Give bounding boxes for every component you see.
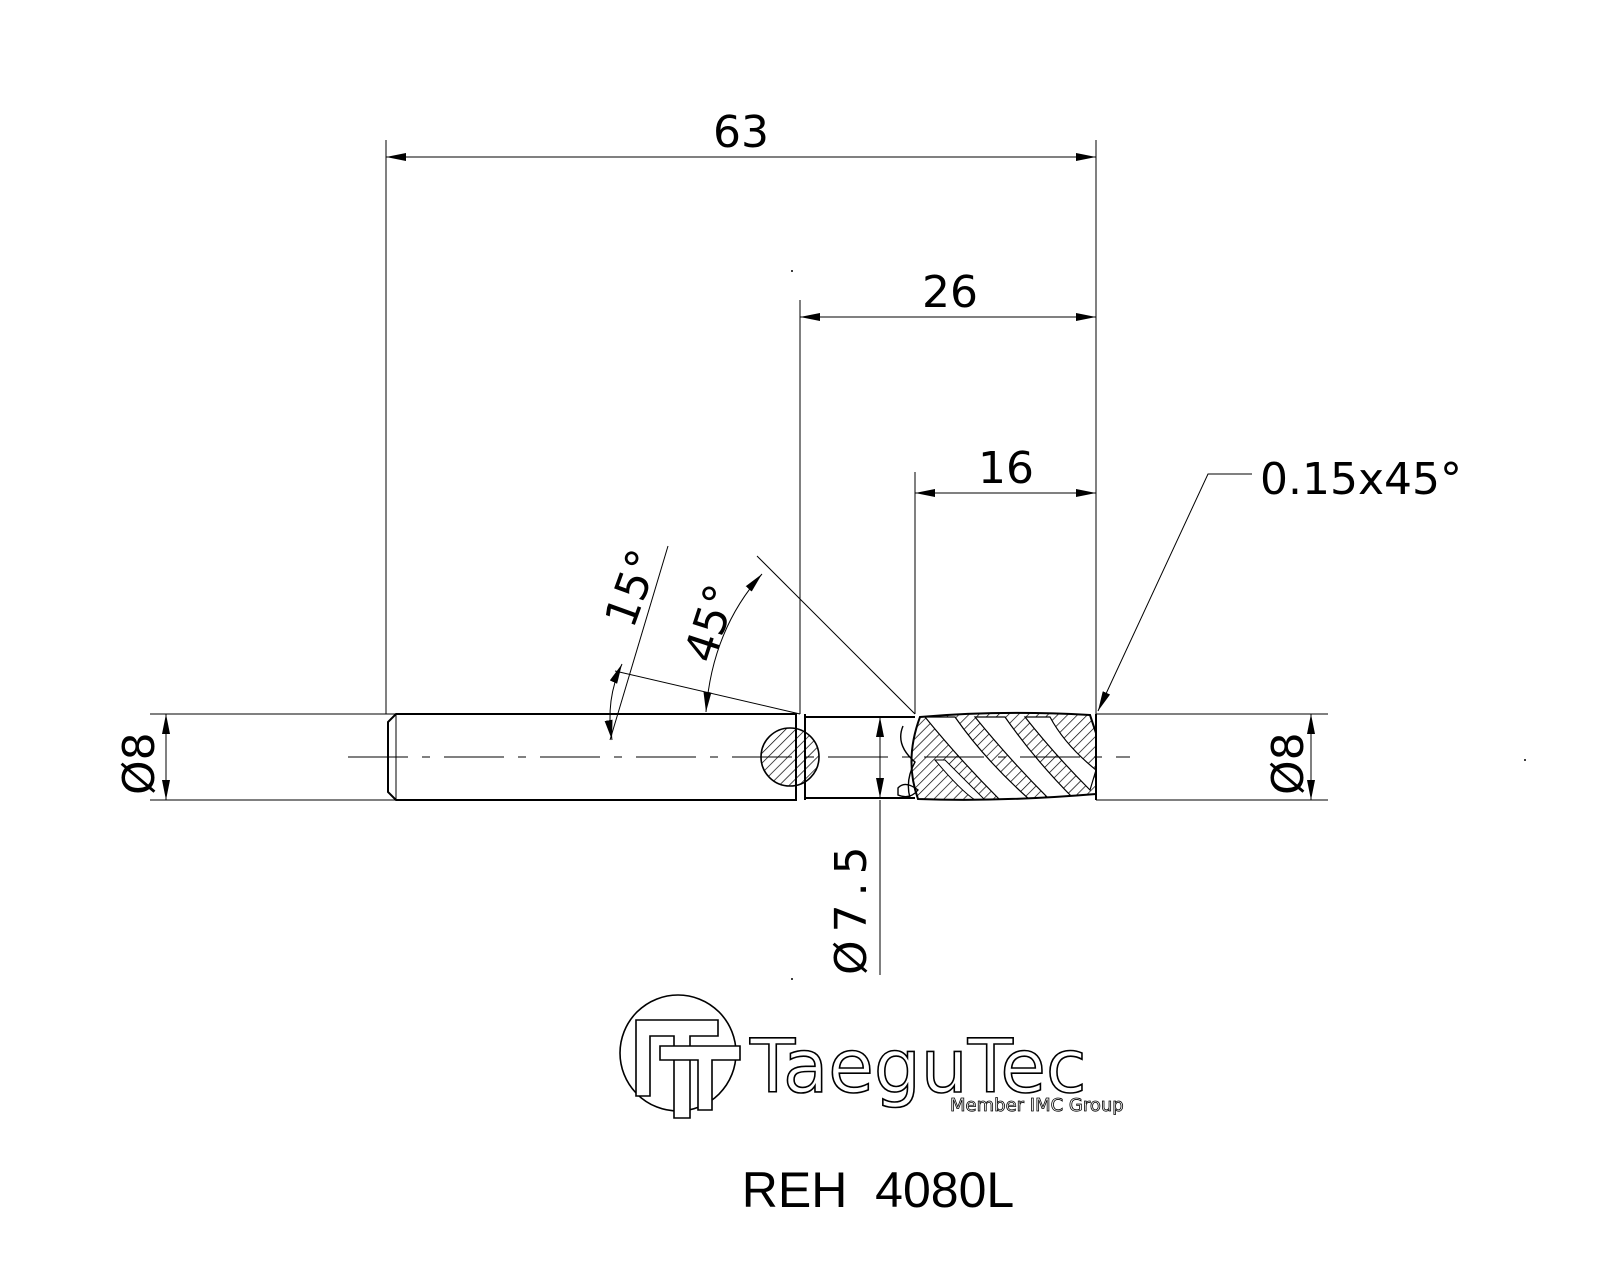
dim-neck-length: 26 [922,267,978,318]
part-number: REH 4080L [742,1162,1014,1218]
end-mill-tool [348,711,1130,801]
dim-chamfer: 0.15x45° [1260,454,1462,505]
dimension-lines [150,140,1328,975]
dim-neck-dia: Ø7.5 [826,838,877,975]
dim-angle-15: 15° [595,543,670,634]
taegutec-logo: TaeguTec Member IMC Group [619,994,1124,1119]
stray-mark [1524,759,1526,761]
dim-angle-45: 45° [675,578,748,668]
flute-tip-detail [900,725,916,799]
flute-outline [910,711,1097,801]
chamfer-leader [1097,473,1252,712]
dim-overall-length: 63 [713,107,769,158]
logo-tagline: Member IMC Group [950,1095,1124,1116]
stray-mark [791,270,793,272]
flute-end-curl [897,783,919,798]
dim-shank-dia: Ø8 [114,732,165,795]
logo-tt-mark [635,1019,719,1119]
dim-cutter-dia: Ø8 [1263,732,1314,795]
logo-brand-text: TaeguTec [749,1024,1087,1110]
stray-mark [791,978,793,980]
angle-arc-15 [604,663,623,741]
flute-section [911,712,1096,800]
angle-arc-45 [703,573,763,713]
dim-cut-length: 16 [978,443,1034,494]
